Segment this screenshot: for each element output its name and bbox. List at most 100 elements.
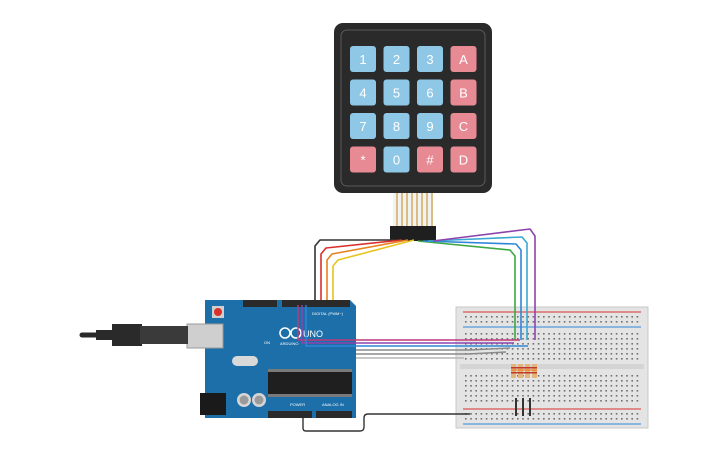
breadboard-hole [517,375,519,377]
breadboard-hole [563,358,566,360]
breadboard-hole [501,343,503,345]
breadboard-hole [480,395,483,397]
key-A[interactable] [450,46,477,72]
breadboard-hole [480,390,483,392]
breadboard-hole [589,321,592,323]
key-B[interactable] [450,79,477,106]
key-4[interactable] [350,79,376,106]
breadboard-hole [522,385,524,387]
breadboard-hole [558,348,561,350]
breadboard-hole [543,413,545,415]
breadboard-hole [574,333,576,335]
breadboard-hole [600,375,602,377]
breadboard-hole [475,358,477,360]
breadboard-hole [584,390,587,392]
breadboard-hole [527,316,529,318]
breadboard-hole [589,316,592,318]
breadboard-hole [517,348,519,350]
breadboard-hole [475,321,477,323]
key-6[interactable] [417,79,443,106]
breadboard-hole [496,321,498,323]
breadboard-hole [553,358,555,360]
breadboard-hole [491,380,493,382]
breadboard-hole [589,343,592,345]
breadboard-hole [517,395,519,397]
key-#[interactable] [417,146,443,173]
breadboard-hole [558,385,561,387]
breadboard-hole [605,400,607,402]
key-*[interactable] [350,146,376,173]
key-3[interactable] [417,46,443,72]
breadboard-hole [532,413,535,415]
key-D[interactable] [450,146,477,173]
key-0[interactable] [383,146,410,173]
breadboard-hole [579,413,581,415]
breadboard-hole [548,385,550,387]
breadboard-hole [569,400,571,402]
breadboard-hole [475,385,477,387]
breadboard-hole [506,321,509,323]
breadboard-hole [574,343,576,345]
breadboard-hole [610,321,613,323]
breadboard-hole [569,418,571,420]
breadboard-hole [496,316,498,318]
breadboard-hole [511,385,514,387]
key-8[interactable] [383,113,410,139]
breadboard-hole [579,316,581,318]
breadboard-hole [506,413,509,415]
key-7[interactable] [350,113,376,139]
breadboard-hole [496,333,498,335]
breadboard-hole [563,343,566,345]
key-C[interactable] [450,113,477,139]
resistors[interactable] [511,364,537,378]
breadboard-hole [558,380,561,382]
breadboard-hole [569,333,571,335]
breadboard-hole [579,358,581,360]
breadboard-hole [584,395,587,397]
breadboard-hole [558,316,561,318]
breadboard-hole [491,353,493,355]
breadboard-hole [501,353,503,355]
breadboard-hole [532,316,535,318]
breadboard-hole [631,385,633,387]
breadboard-hole [548,316,550,318]
breadboard-hole [485,375,488,377]
breadboard-hole [569,316,571,318]
breadboard-hole [527,353,529,355]
breadboard-hole [605,418,607,420]
breadboard-hole [621,385,623,387]
breadboard-hole [527,390,529,392]
breadboard-hole [615,348,618,350]
breadboard-hole [610,333,613,335]
breadboard-hole [553,348,555,350]
breadboard-hole [600,400,602,402]
key-5[interactable] [383,79,410,106]
breadboard-hole [584,353,587,355]
breadboard-hole [615,375,618,377]
breadboard-hole [491,321,493,323]
key-2[interactable] [383,46,410,72]
breadboard-hole [537,353,540,355]
breadboard-hole [517,385,519,387]
breadboard-hole [553,333,555,335]
breadboard-hole [615,338,618,340]
key-9[interactable] [417,113,443,139]
breadboard-hole [569,413,571,415]
breadboard-hole [605,395,607,397]
breadboard-hole [517,380,519,382]
breadboard-hole [527,338,529,340]
breadboard-hole [465,385,467,387]
arduino-uno[interactable]: UNO ARDUINO DIGITAL (PWM~) POWER ANALOG … [186,300,356,418]
breadboard-hole [621,400,623,402]
breadboard-hole [574,353,576,355]
key-1[interactable] [350,46,376,72]
breadboard-hole [485,333,488,335]
breadboard-hole [579,400,581,402]
breadboard-hole [506,390,509,392]
breadboard-hole [605,375,607,377]
breadboard-hole [506,316,509,318]
breadboard[interactable] [455,306,649,429]
breadboard-hole [610,413,613,415]
board-model: UNO [303,329,323,339]
